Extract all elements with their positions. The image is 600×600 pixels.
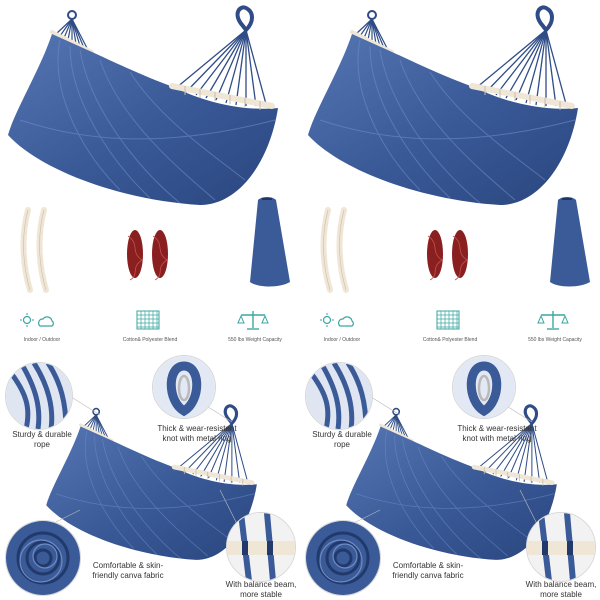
callout-fabric-line1: Comfortable & skin- bbox=[92, 561, 164, 570]
feature-label-indoor-outdoor: Indoor / Outdoor bbox=[23, 337, 61, 343]
sun-cloud-icon bbox=[320, 313, 354, 327]
callout-beam-line1: With balance beam, bbox=[225, 580, 297, 589]
feature-label-indoor-outdoor: Indoor / Outdoor bbox=[323, 337, 361, 343]
callout-fabric-line1: Comfortable & skin- bbox=[392, 561, 464, 570]
fabric-detail-circle bbox=[5, 520, 81, 596]
callout-beam: With balance beam, more stable bbox=[522, 580, 600, 600]
scale-icon bbox=[237, 311, 269, 330]
callout-fabric-line2: friendly canva fabric bbox=[92, 571, 164, 580]
callout-rope-line1: Sturdy & durable bbox=[312, 430, 372, 439]
callout-fabric: Comfortable & skin- friendly canva fabri… bbox=[78, 561, 178, 581]
callout-fabric: Comfortable & skin- friendly canva fabri… bbox=[378, 561, 478, 581]
feature-row-left bbox=[0, 300, 300, 350]
callout-rope-line2: rope bbox=[33, 440, 50, 449]
accessories-image bbox=[324, 197, 590, 290]
product-panel-top-left bbox=[0, 0, 300, 300]
rope-detail-circle bbox=[305, 362, 373, 430]
callout-knot-line2: knot with metal ring bbox=[162, 434, 232, 443]
callout-rope: Sturdy & durable rope bbox=[2, 430, 82, 450]
hammock-image bbox=[308, 7, 578, 205]
callout-knot-line1: Thick & wear-resistant bbox=[157, 424, 237, 433]
callout-fabric-line2: friendly canva fabric bbox=[392, 571, 464, 580]
accessories-image bbox=[24, 197, 290, 290]
feature-label-fabric-blend: Cotton& Polyester Blend bbox=[422, 337, 478, 343]
callout-beam-line1: With balance beam, bbox=[525, 580, 597, 589]
rope-detail-circle bbox=[5, 362, 73, 430]
product-panel-top-right bbox=[300, 0, 600, 300]
fabric-grid-icon bbox=[136, 310, 160, 330]
sun-cloud-icon bbox=[20, 313, 54, 327]
feature-label-weight-capacity: 550 lbs Weight Capacity bbox=[228, 337, 282, 343]
hammock-image bbox=[8, 7, 278, 205]
feature-label-fabric-blend: Cotton& Polyester Blend bbox=[122, 337, 178, 343]
scale-icon bbox=[537, 311, 569, 330]
callout-rope-line2: rope bbox=[333, 440, 350, 449]
fabric-detail-circle bbox=[305, 520, 381, 596]
callout-knot: Thick & wear-resistant knot with metal r… bbox=[142, 424, 252, 444]
callout-rope-line1: Sturdy & durable bbox=[12, 430, 72, 439]
callout-knot-line2: knot with metal ring bbox=[462, 434, 532, 443]
knot-detail-circle bbox=[452, 355, 516, 419]
callout-rope: Sturdy & durable rope bbox=[302, 430, 382, 450]
callout-beam: With balance beam, more stable bbox=[222, 580, 300, 600]
callout-knot-line1: Thick & wear-resistant bbox=[457, 424, 537, 433]
beam-detail-circle bbox=[226, 512, 296, 582]
callout-knot: Thick & wear-resistant knot with metal r… bbox=[442, 424, 552, 444]
callout-beam-line2: more stable bbox=[240, 590, 282, 599]
knot-detail-circle bbox=[152, 355, 216, 419]
callout-beam-line2: more stable bbox=[540, 590, 582, 599]
feature-label-weight-capacity: 550 lbs Weight Capacity bbox=[528, 337, 582, 343]
beam-detail-circle bbox=[526, 512, 596, 582]
fabric-grid-icon bbox=[436, 310, 460, 330]
feature-icons bbox=[20, 310, 569, 330]
